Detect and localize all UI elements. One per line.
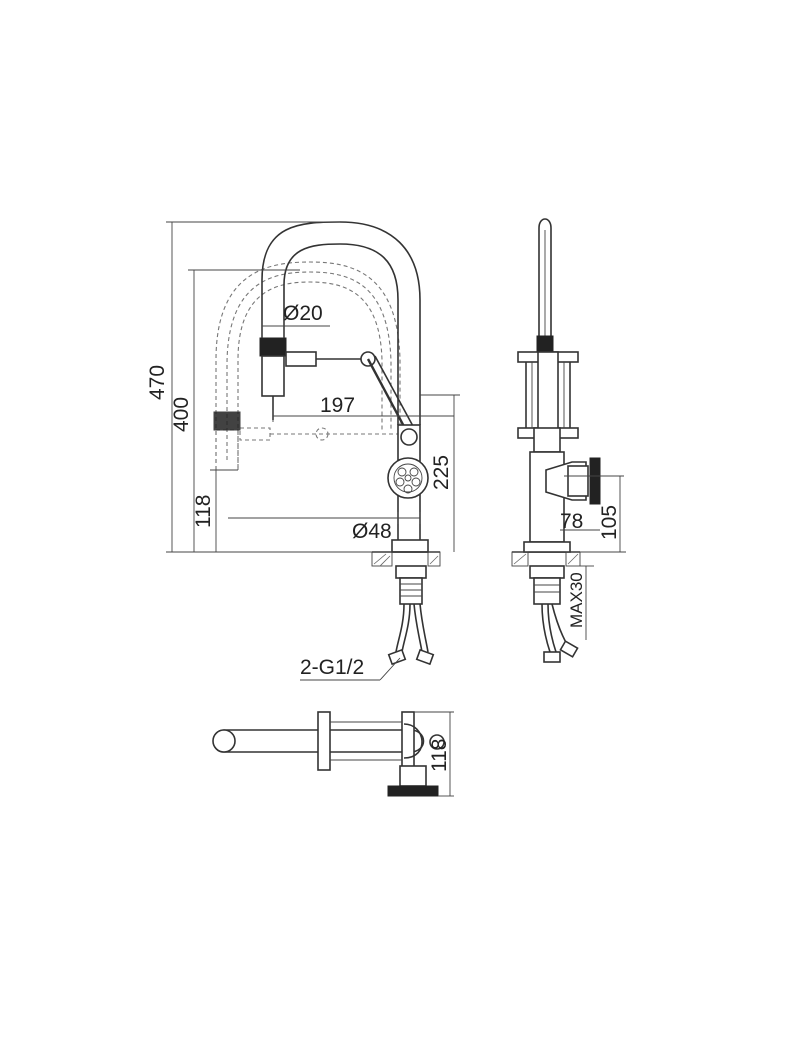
dim-hose-diameter: Ø20 — [283, 302, 323, 325]
connector-arm — [286, 352, 414, 434]
front-view: 470 400 118 Ø20 197 225 Ø48 2-G1/2 — [146, 222, 460, 680]
dim-handle-height: 400 — [170, 397, 193, 432]
side-grip-band — [537, 336, 553, 352]
dim-pull-out-height: 118 — [192, 495, 215, 528]
connection-label: 2-G1/2 — [300, 656, 364, 679]
top-view: 118 — [213, 712, 454, 796]
deck-hatch — [372, 552, 440, 566]
top-handle-knob — [388, 786, 438, 796]
dim-top-depth: 118 — [428, 739, 451, 772]
side-handle-knob — [590, 458, 600, 504]
side-bracket — [518, 352, 578, 438]
dim-base-diameter: Ø48 — [352, 520, 392, 543]
dim-spout-reach: 197 — [320, 394, 355, 417]
supply-hoses — [389, 604, 434, 664]
dim-side-handle-height: 105 — [598, 505, 621, 540]
dim-handle-offset: 78 — [560, 510, 583, 533]
mount-shank — [396, 566, 426, 604]
spray-head — [260, 338, 286, 420]
dim-total-height: 470 — [146, 365, 169, 400]
ghost-head-grip-band — [214, 412, 240, 430]
faucet-body — [388, 425, 428, 552]
spray-head-grip-band — [260, 338, 286, 356]
dim-max-deck-thickness: MAX30 — [567, 572, 586, 628]
dim-body-height: 225 — [430, 455, 453, 490]
side-view: 78 105 MAX30 — [512, 219, 626, 662]
